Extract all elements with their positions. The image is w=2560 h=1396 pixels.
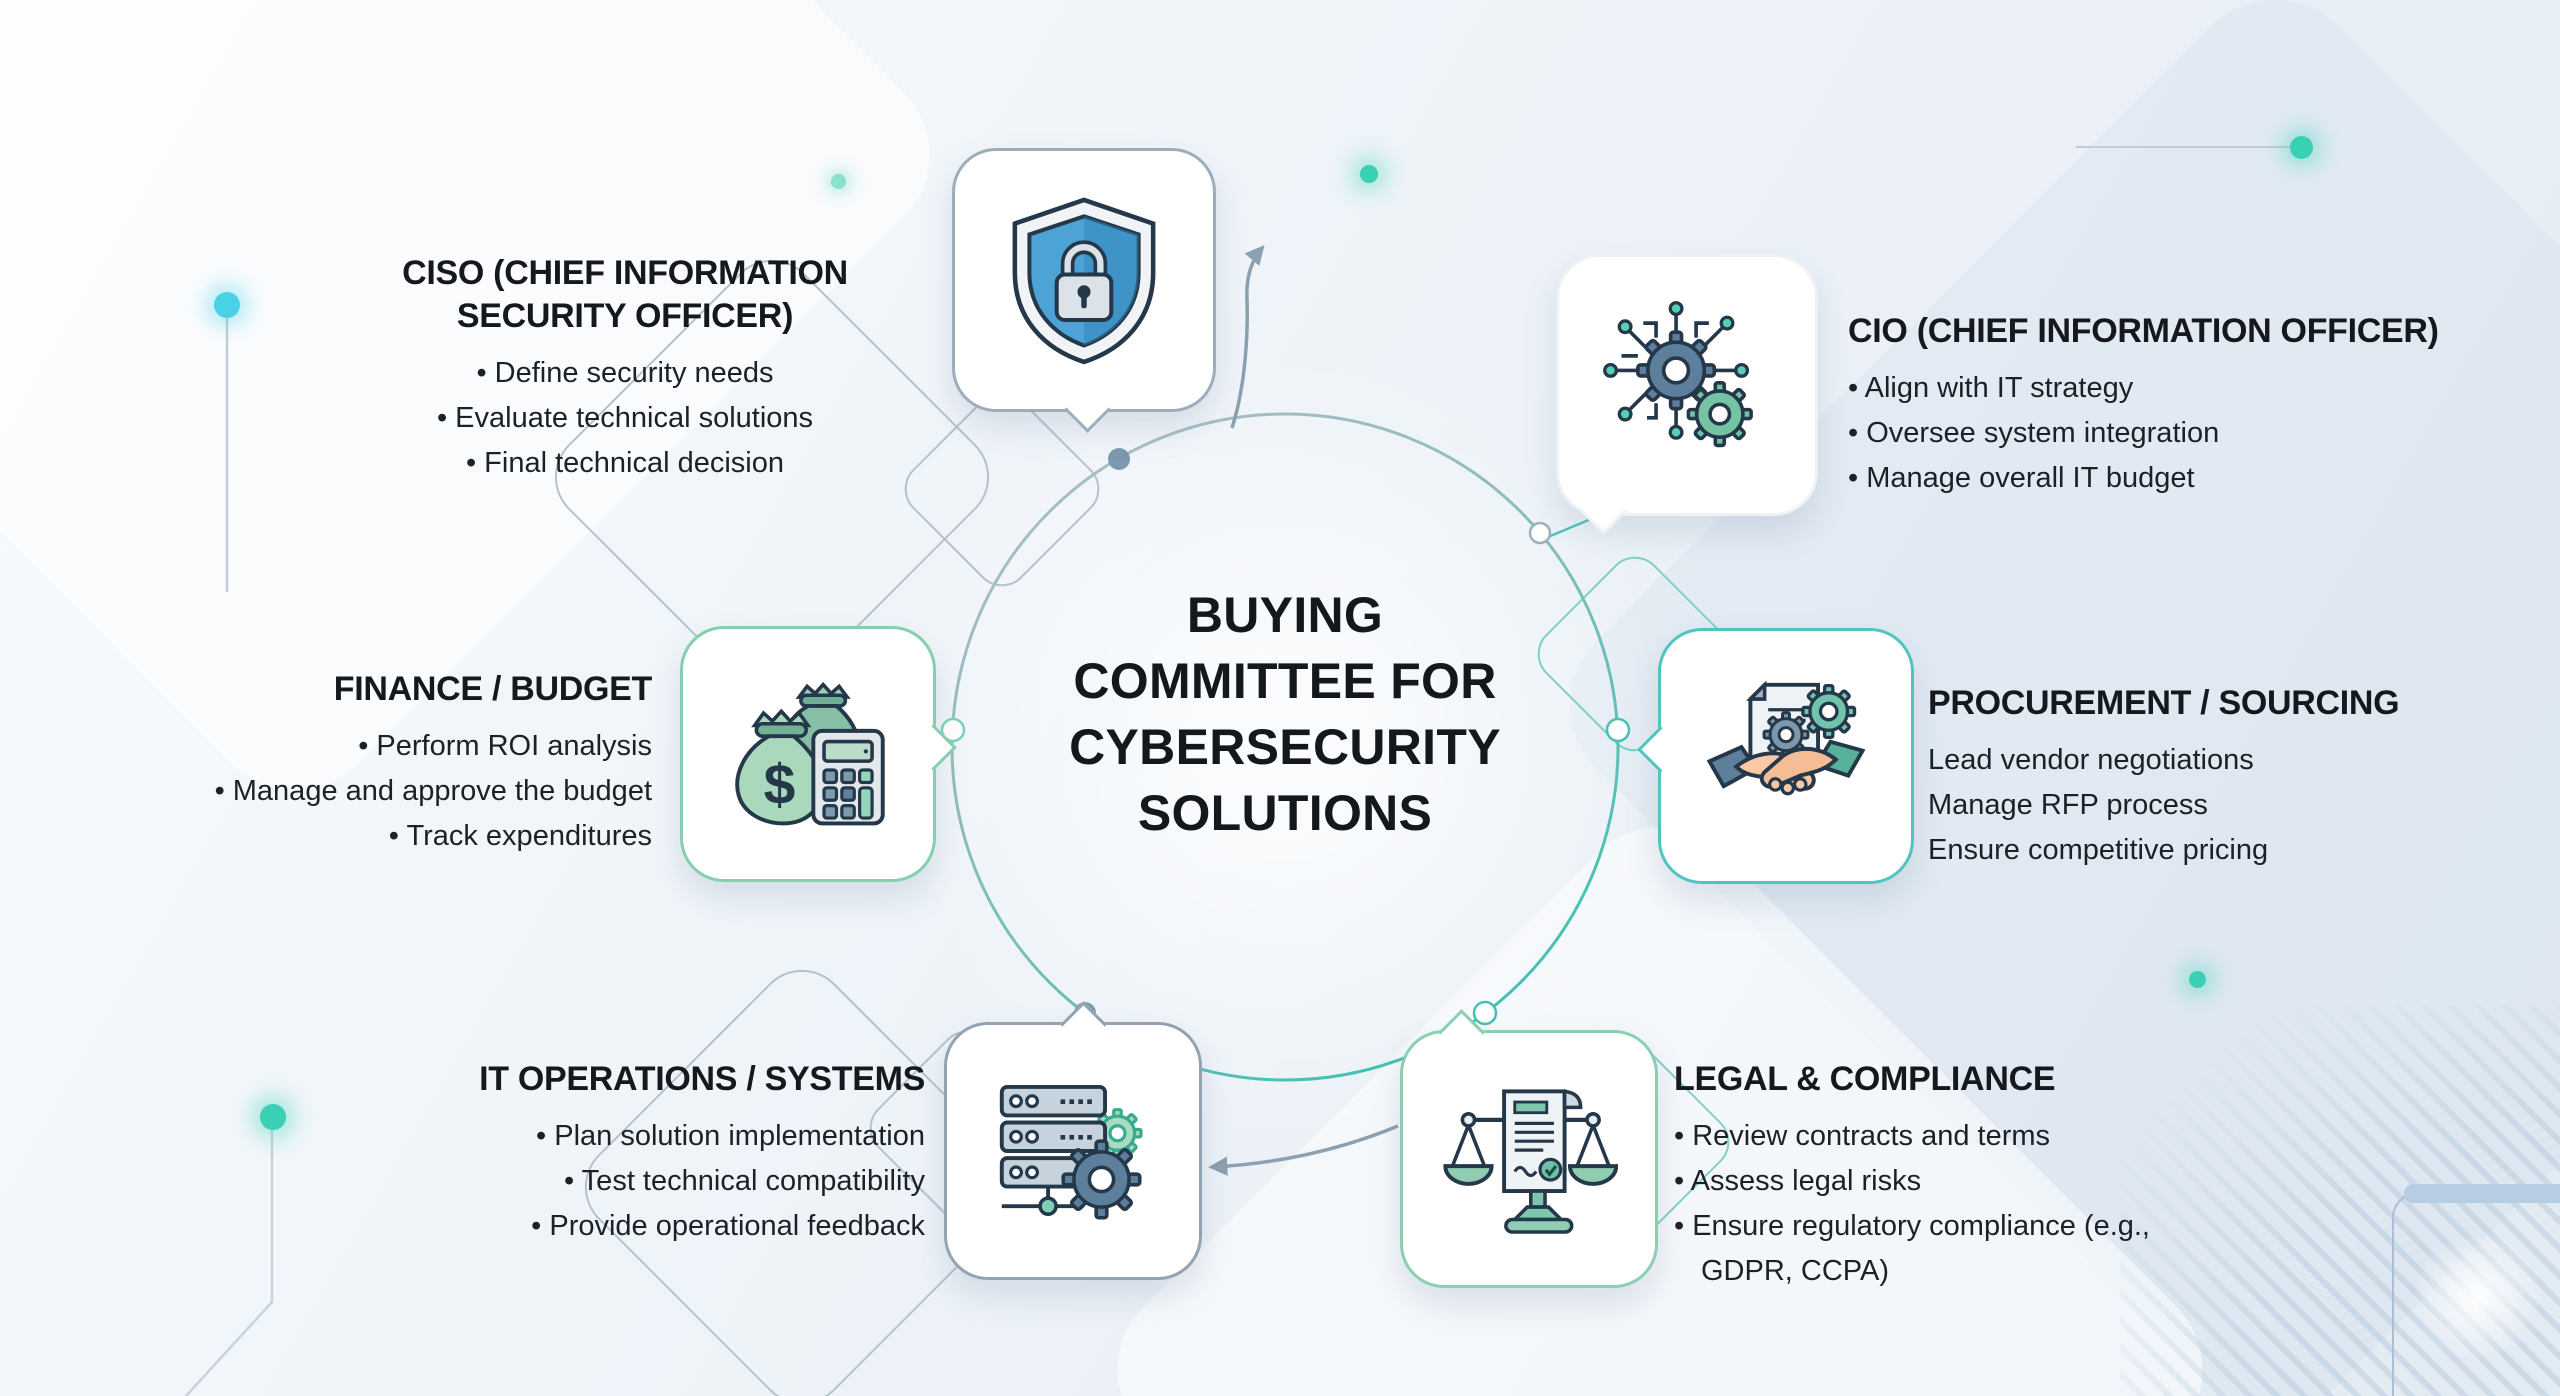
decoration-line-bottom-left [185,1128,274,1396]
cio-bullets: • Align with IT strategy• Oversee system… [1848,372,2220,494]
ciso-card [952,148,1216,433]
glow-dot [214,292,240,318]
cio-text-block: CIO (CHIEF INFORMATION OFFICER) • Align … [1848,310,2528,501]
cio-card [1556,254,1818,535]
legal-card [1400,1009,1658,1288]
itops-bullets: • Plan solution implementation• Test tec… [531,1120,925,1242]
scales-contract-icon [1443,1089,1618,1234]
ghost-window-titlebar [2404,1184,2560,1203]
flow-arrow-legal-to-itops [1208,1124,1399,1176]
finance-title: FINANCE / BUDGET [333,670,653,708]
glow-dot [260,1104,286,1130]
legal-bullets: • Review contracts and terms• Assess leg… [1674,1120,2150,1287]
glow-dot [1360,165,1378,183]
handshake-contract-icon [1706,680,1866,796]
procurement-text-block: PROCUREMENT / SOURCING Lead vendor negot… [1928,682,2508,873]
itops-text-block: IT OPERATIONS / SYSTEMS • Plan solution … [335,1058,925,1249]
shield-lock-icon [1012,197,1156,365]
ciso-bullets: • Define security needs• Evaluate techni… [436,357,814,479]
ring-node [1472,1000,1498,1026]
server-gears-icon [999,1084,1143,1220]
glow-dot [2290,136,2313,159]
dollar-glyph: $ [764,753,796,817]
ring-node [1108,448,1130,470]
circuit-gears-icon [1603,301,1753,448]
cio-title: CIO (CHIEF INFORMATION OFFICER) [1848,312,2439,350]
procurement-card [1637,628,1914,884]
finance-bullets: • Perform ROI analysis• Manage and appro… [214,730,652,852]
ring-node [940,717,966,743]
glow-dot [831,174,846,189]
itops-card [944,1001,1202,1280]
finance-card: $ [680,626,957,882]
ring-node [1528,521,1552,545]
itops-title: IT OPERATIONS / SYSTEMS [479,1060,925,1098]
ring-node [1605,717,1631,743]
money-bags-calculator-icon: $ [735,681,885,826]
glow-dot [2189,971,2206,988]
legal-title: LEGAL & COMPLIANCE [1674,1060,2056,1098]
finance-text-block: FINANCE / BUDGET • Perform ROI analysis•… [120,668,653,859]
procurement-title: PROCUREMENT / SOURCING [1928,684,2400,722]
ring-halo [895,357,1675,1137]
legal-text-block: LEGAL & COMPLIANCE • Review contracts an… [1674,1058,2154,1294]
flow-arrow-ciso-to-cio [1230,245,1265,429]
sparkle-glow [2412,1232,2542,1362]
